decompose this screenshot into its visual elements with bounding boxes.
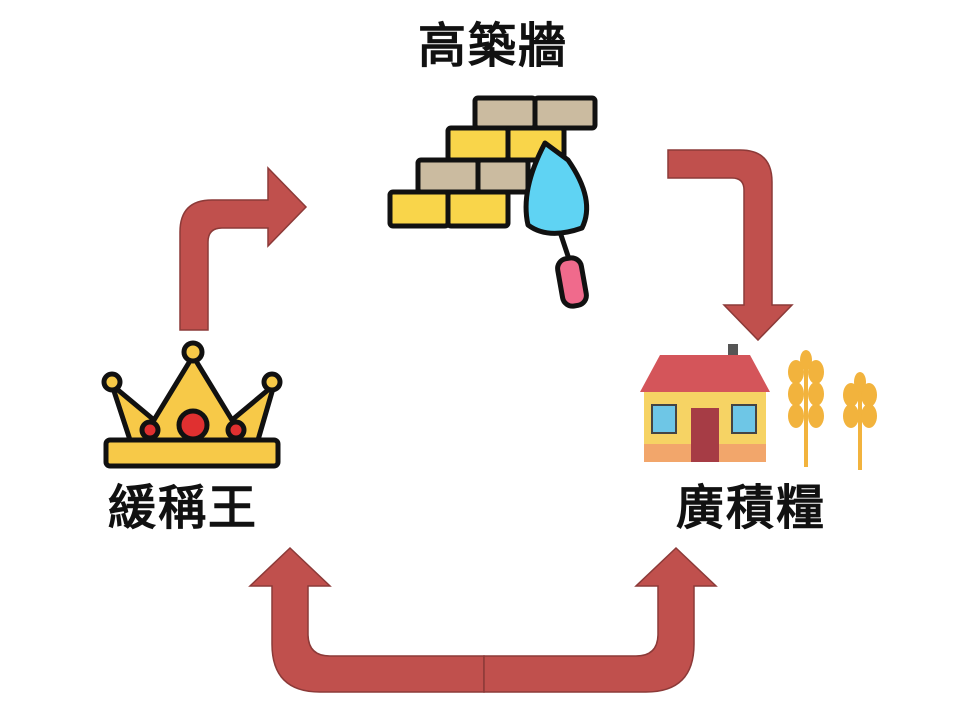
arrow-bottom-loop [248,546,718,693]
node-label-top: 高築牆 [418,18,569,74]
crown-icon [101,340,283,469]
node-label-left: 緩稱王 [108,480,259,536]
node-label-right: 廣積糧 [676,480,827,536]
arrow-top-to-right [667,149,794,342]
bricks-trowel-icon [387,95,598,309]
house-wheat-icon [640,344,877,470]
arrow-left-to-top [179,166,308,331]
